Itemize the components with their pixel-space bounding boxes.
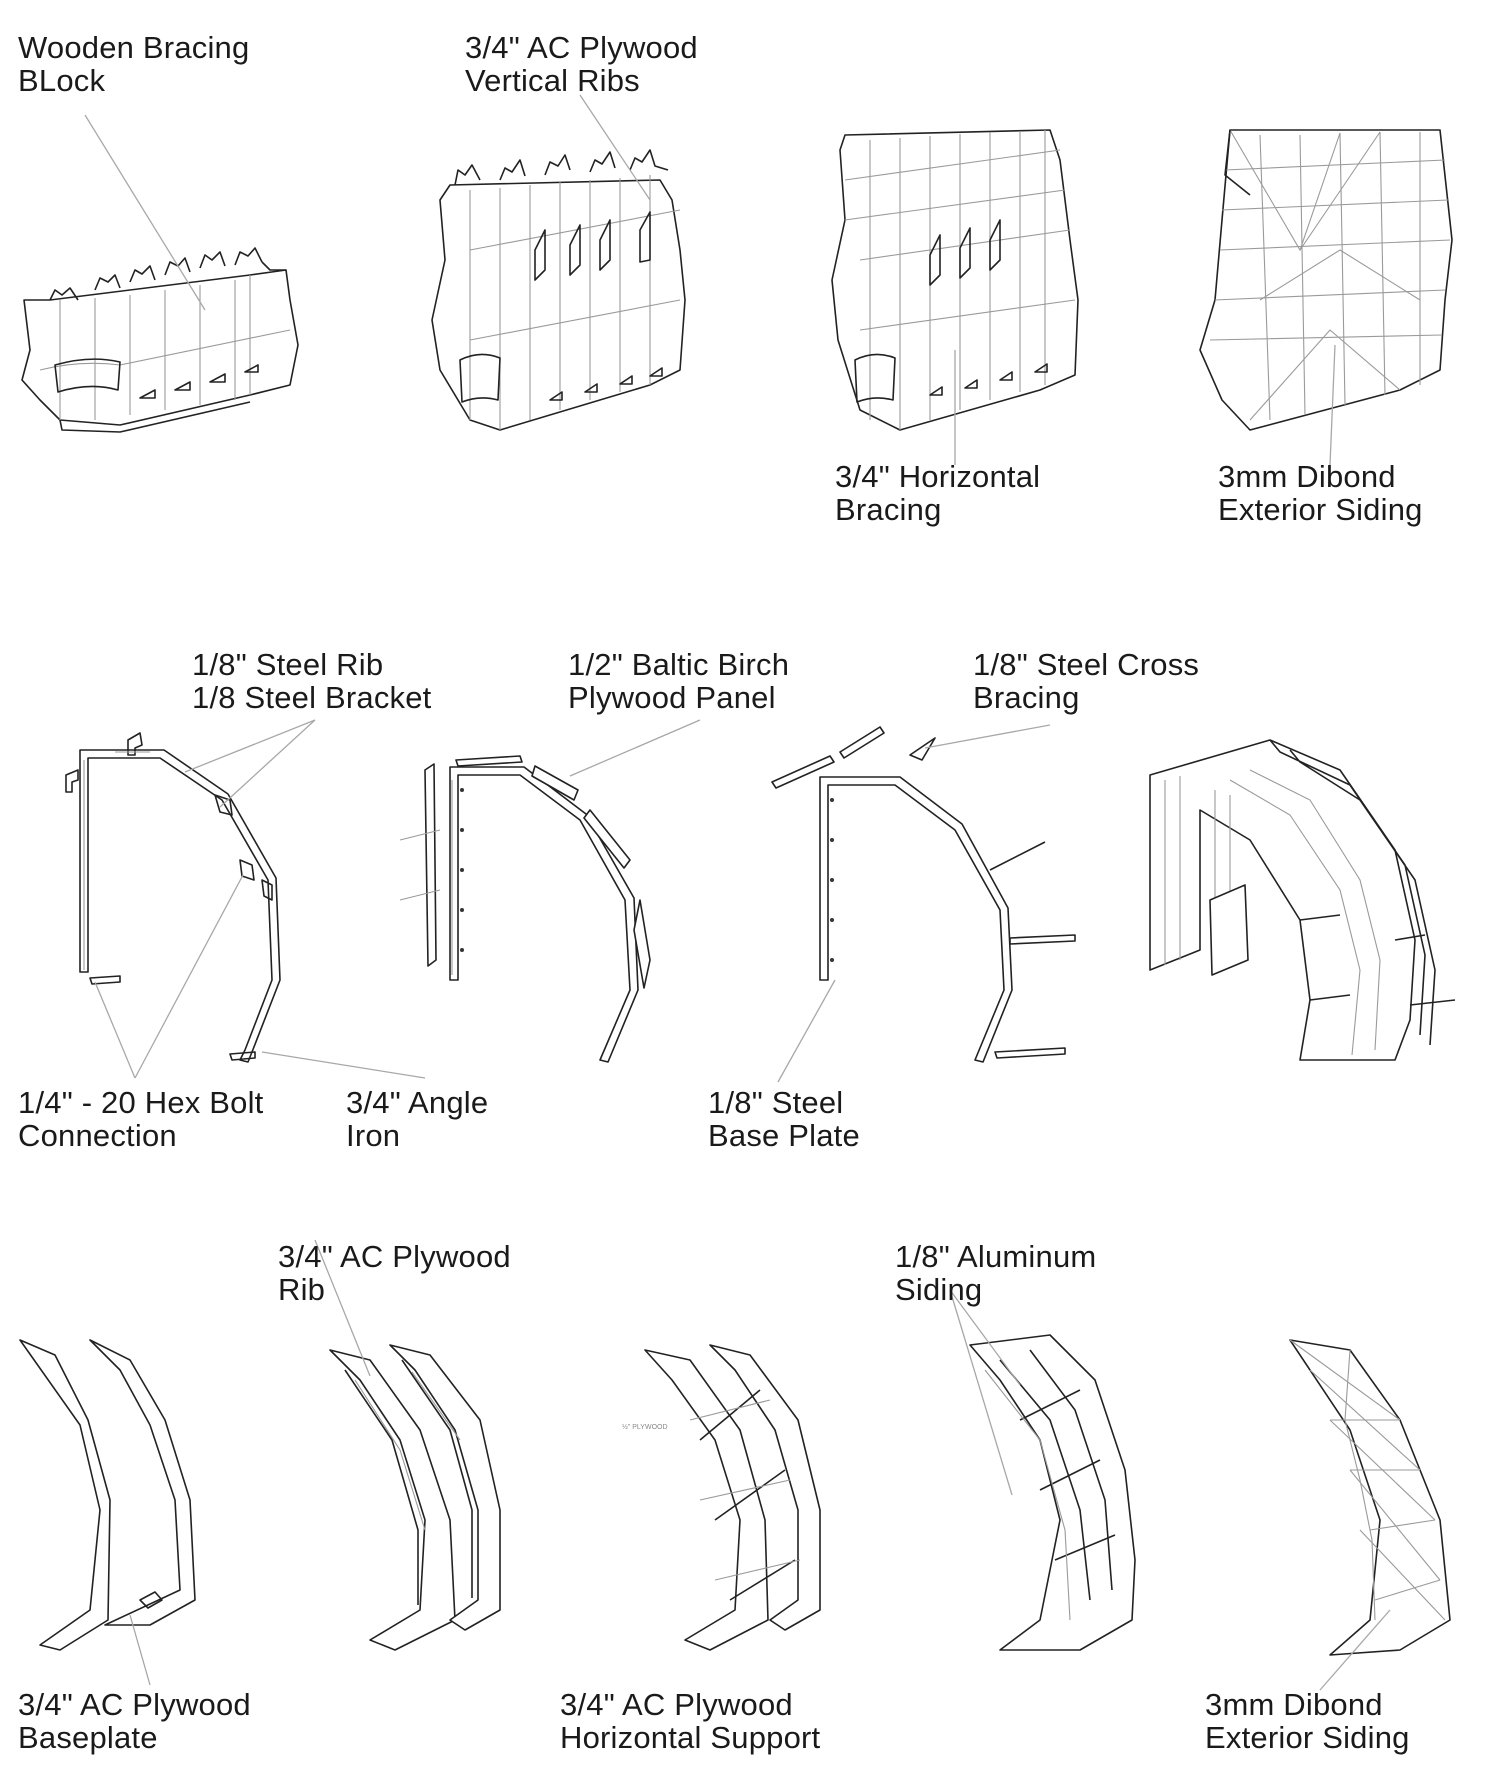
label-line: Connection	[18, 1118, 177, 1153]
label-cross-bracing: 1/8" Steel Cross Bracing	[973, 648, 1199, 714]
label-line: Vertical Ribs	[465, 63, 640, 98]
label-angle-iron: 3/4" Angle Iron	[346, 1086, 488, 1152]
label-line: Bracing	[973, 680, 1080, 715]
label-aluminum-siding: 1/8" Aluminum Siding	[895, 1240, 1096, 1306]
stage1-bracing-block-model	[21, 247, 299, 433]
dibond-panel-model	[1289, 1339, 1451, 1656]
label-line: 3mm Dibond	[1205, 1687, 1383, 1722]
label-line: Base Plate	[708, 1118, 860, 1153]
label-line: 1/8 Steel Bracket	[192, 680, 432, 715]
label-horizontal-bracing: 3/4" Horizontal Bracing	[835, 460, 1040, 526]
stage3-horizontal-bracing-model	[831, 129, 1079, 431]
label-line: Siding	[895, 1272, 983, 1307]
label-line: 1/4" - 20 Hex Bolt	[18, 1085, 264, 1120]
label-line: Baseplate	[18, 1720, 158, 1755]
label-dibond-row3: 3mm Dibond Exterior Siding	[1205, 1688, 1410, 1754]
label-base-plate: 1/8" Steel Base Plate	[708, 1086, 860, 1152]
label-dibond-row1: 3mm Dibond Exterior Siding	[1218, 460, 1423, 526]
label-line: Rib	[278, 1272, 326, 1307]
label-line: 3/4" Angle	[346, 1085, 489, 1120]
label-line: 1/8" Steel Rib	[192, 647, 384, 682]
label-vertical-ribs: 3/4" AC Plywood Vertical Ribs	[465, 31, 698, 97]
label-line: Exterior Siding	[1205, 1720, 1410, 1755]
label-line: 3/4" AC Plywood	[465, 30, 698, 65]
plywood-rib-model	[329, 1344, 501, 1651]
aluminum-siding-model	[969, 1334, 1136, 1651]
leader-lines	[84, 94, 1391, 1691]
label-wooden-bracing-block: Wooden Bracing BLock	[18, 31, 249, 97]
label-line: Horizontal Support	[560, 1720, 821, 1755]
label-line: 3/4" AC Plywood	[560, 1687, 793, 1722]
label-line: Exterior Siding	[1218, 492, 1423, 527]
label-line: 1/8" Aluminum	[895, 1239, 1097, 1274]
label-steel-rib: 1/8" Steel Rib 1/8 Steel Bracket	[192, 648, 431, 714]
label-line: 1/8" Steel Cross	[973, 647, 1200, 682]
plywood-tiny-label: ½" PLYWOOD	[622, 1423, 668, 1431]
label-line: BLock	[18, 63, 106, 98]
label-baseplate: 3/4" AC Plywood Baseplate	[18, 1688, 251, 1754]
plywood-baseplate-model	[19, 1339, 196, 1651]
label-line: 3/4" Horizontal	[835, 459, 1041, 494]
stage4-dibond-siding-model	[1199, 129, 1453, 431]
cross-bracing-model	[771, 726, 1076, 1063]
birch-panel-model	[399, 755, 651, 1063]
label-line: Plywood Panel	[568, 680, 776, 715]
label-plywood-rib: 3/4" AC Plywood Rib	[278, 1240, 511, 1306]
label-line: 1/2" Baltic Birch	[568, 647, 790, 682]
steel-frame-assembly-model	[1149, 739, 1456, 1061]
label-line: Iron	[346, 1118, 401, 1153]
stage2-vertical-ribs-model	[431, 149, 686, 431]
steel-rib-model	[65, 732, 281, 1063]
plywood-horizontal-support-model: ½" PLYWOOD	[622, 1344, 821, 1651]
label-hex-bolt: 1/4" - 20 Hex Bolt Connection	[18, 1086, 264, 1152]
label-line: 3mm Dibond	[1218, 459, 1396, 494]
label-line: 3/4" AC Plywood	[278, 1239, 511, 1274]
label-line: Wooden Bracing	[18, 30, 250, 65]
label-line: Bracing	[835, 492, 942, 527]
label-line: 1/8" Steel	[708, 1085, 844, 1120]
label-horizontal-support: 3/4" AC Plywood Horizontal Support	[560, 1688, 820, 1754]
label-birch-panel: 1/2" Baltic Birch Plywood Panel	[568, 648, 789, 714]
label-line: 3/4" AC Plywood	[18, 1687, 251, 1722]
